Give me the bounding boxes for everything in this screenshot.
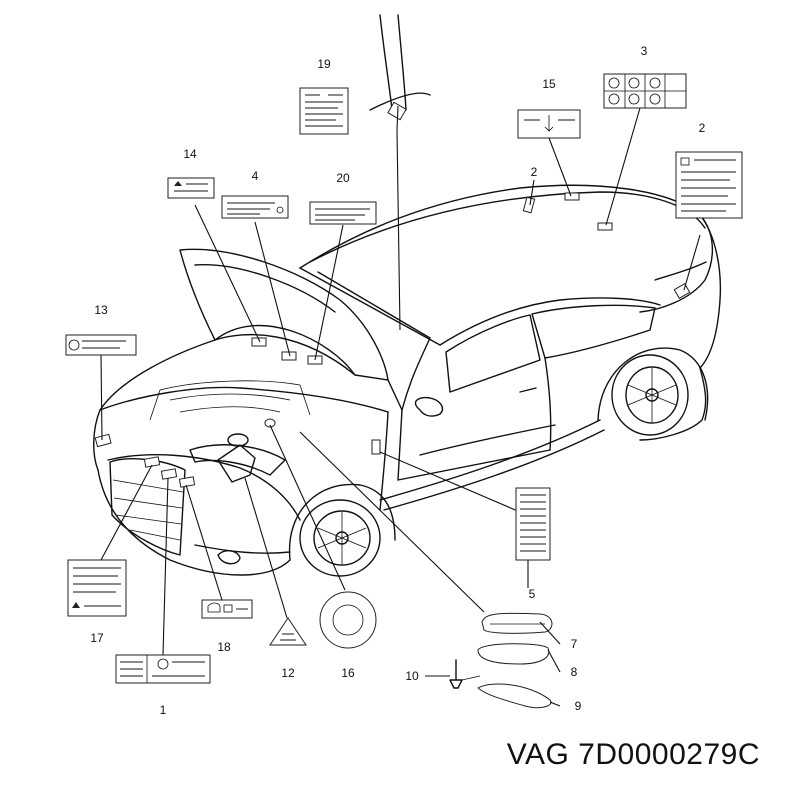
label-18-illustration [201,599,253,619]
callout-19: 19 [317,57,331,71]
washer-reservoir [217,433,256,483]
callout-16: 16 [341,666,355,680]
callout-4: 4 [252,169,259,183]
label-20-illustration [309,201,377,225]
label-15-illustration [517,109,581,139]
label-1-illustration [115,654,211,684]
label-16-illustration [319,591,377,649]
leader-lines-lower [425,621,561,707]
label-3-illustration [603,73,687,109]
label-7-illustration [481,612,553,634]
label-9-illustration [477,683,552,709]
callout-2b: 2 [699,121,706,135]
label-19-illustration [299,87,349,135]
callout-5: 5 [529,587,536,601]
label-8-illustration [477,643,550,665]
label-12-illustration [269,617,307,646]
label-10-illustration [449,659,481,689]
callout-20: 20 [336,171,350,185]
label-5-illustration [515,487,551,561]
car-outline [93,14,722,576]
callout-12: 12 [281,666,295,680]
callout-14: 14 [183,147,197,161]
callout-13: 13 [94,303,108,317]
part-number-caption: VAG 7D0000279C [506,738,760,771]
label-14-illustration [167,177,215,199]
label-2-illustration [675,151,743,219]
label-17-illustration [67,559,127,617]
label-4-illustration [221,195,289,219]
callout-2a: 2 [531,165,538,179]
callout-10: 10 [405,669,419,683]
callout-17: 17 [90,631,104,645]
callout-8: 8 [571,665,578,679]
callout-7: 7 [571,637,578,651]
label-13-illustration [65,334,137,356]
leader-lines [100,105,701,656]
rear-wheel [611,354,689,436]
callout-18: 18 [217,640,231,654]
callout-9: 9 [575,699,582,713]
callout-15: 15 [542,77,556,91]
callout-3: 3 [641,44,648,58]
callout-1: 1 [160,703,167,717]
on-car-label-markers [94,101,691,488]
front-wheel [299,499,381,577]
